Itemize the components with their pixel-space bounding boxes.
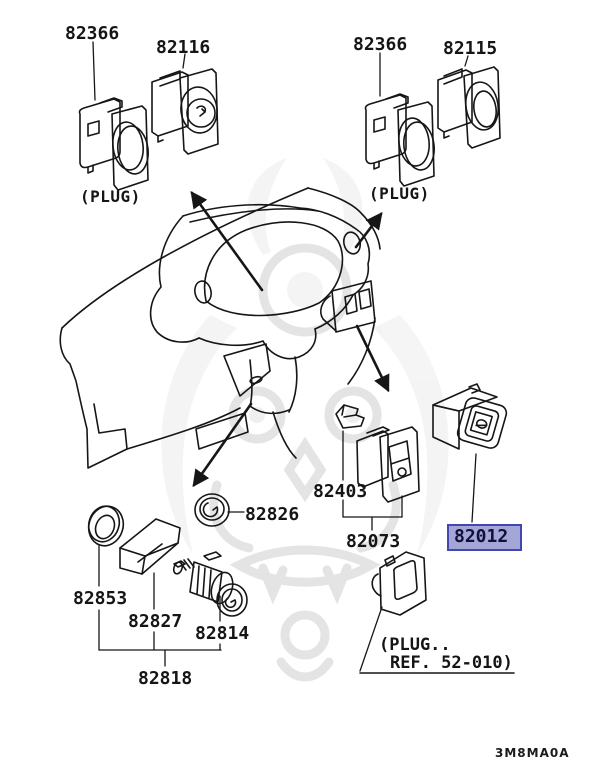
part-label-82115[interactable]: 82115 <box>443 38 498 59</box>
plug-ref-line2: REF. 52-010) <box>390 653 513 673</box>
switch-82116-drawing <box>151 68 219 155</box>
switch-82073-drawing <box>356 426 420 503</box>
part-label-82826[interactable]: 82826 <box>245 504 300 525</box>
arrow-to-82073-group <box>355 324 390 393</box>
part-label-82366-left[interactable]: 82366 <box>65 23 120 44</box>
plug-ref-line1: (PLUG.. <box>379 635 451 655</box>
arrow-to-left-switches <box>190 190 264 292</box>
part-label-82403[interactable]: 82403 <box>313 481 368 502</box>
clip-82403-drawing <box>335 404 365 429</box>
plug-ref-annotation: (PLUG.. REF. 52-010) <box>379 636 513 672</box>
plug-annotation-left: (PLUG) <box>80 187 141 206</box>
part-label-82814[interactable]: 82814 <box>195 623 250 644</box>
switch-82366-right-drawing <box>364 93 438 187</box>
hood-82827-drawing <box>119 518 181 575</box>
part-label-82012-selected[interactable]: 82012 <box>447 524 523 551</box>
lighter-82814-drawing <box>172 551 248 617</box>
arrow-to-lighter-group <box>192 402 253 488</box>
diagram-code: 3M8MA0A <box>495 746 570 760</box>
leader-lines <box>92 41 515 674</box>
switch-82366-left-drawing <box>78 97 152 191</box>
part-label-82073[interactable]: 82073 <box>346 531 401 552</box>
part-label-82818[interactable]: 82818 <box>138 668 193 689</box>
plug-annotation-right: (PLUG) <box>369 184 430 203</box>
dashboard-drawing <box>59 187 381 469</box>
switch-82012-drawing <box>432 383 508 450</box>
switch-82115-drawing <box>437 66 501 149</box>
grommet-82826-drawing <box>194 493 230 527</box>
part-label-82366-right[interactable]: 82366 <box>353 34 408 55</box>
ring-82853-drawing <box>87 505 125 547</box>
part-label-82116[interactable]: 82116 <box>156 37 211 58</box>
part-label-82827[interactable]: 82827 <box>128 611 183 632</box>
plug-ref-drawing <box>371 551 427 616</box>
arrow-to-right-switches <box>354 211 383 249</box>
pointer-arrows <box>190 190 390 488</box>
part-label-82853[interactable]: 82853 <box>73 588 128 609</box>
